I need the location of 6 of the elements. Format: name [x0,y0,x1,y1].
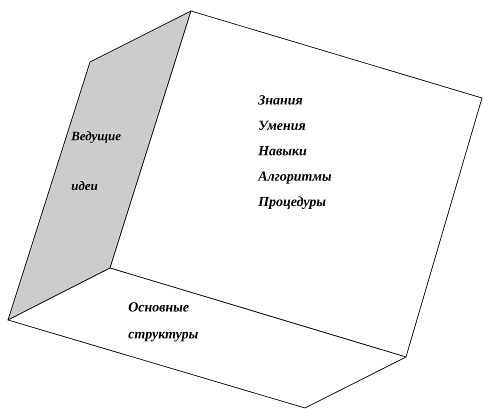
node-label: Знания [258,95,302,105]
node-label: Алгоритмы [257,171,332,184]
node-label: Процедуры [258,196,326,210]
node-label: Навыки [258,146,306,156]
face: Основные структуры [8,268,406,408]
node-label: Умения [259,120,306,130]
